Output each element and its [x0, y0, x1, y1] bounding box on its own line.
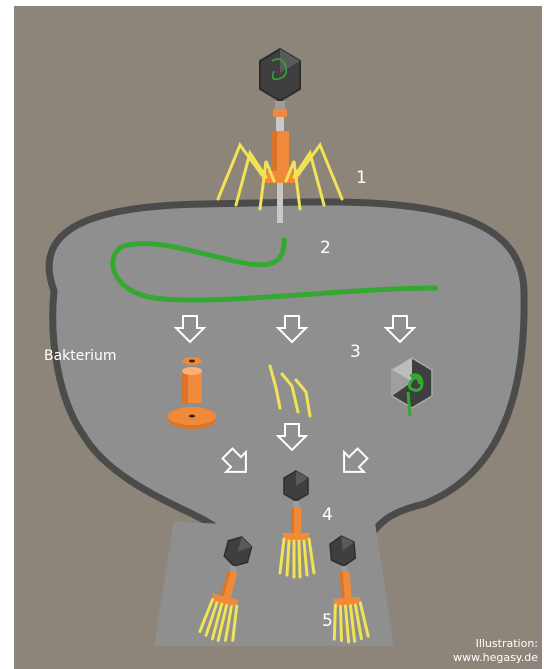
bacterium-label: Bakterium [44, 348, 117, 364]
credit-url: www.hegasy.de [453, 651, 538, 665]
step-5-label: 5 [322, 611, 333, 631]
phage-lifecycle-diagram [14, 6, 542, 669]
illustration-credit: Illustration: www.hegasy.de [453, 637, 538, 665]
step-2-label: 2 [320, 238, 331, 258]
step-1-label: 1 [356, 168, 367, 188]
step-4-label: 4 [322, 505, 333, 525]
credit-line-1: Illustration: [453, 637, 538, 651]
step-3-label: 3 [350, 342, 361, 362]
